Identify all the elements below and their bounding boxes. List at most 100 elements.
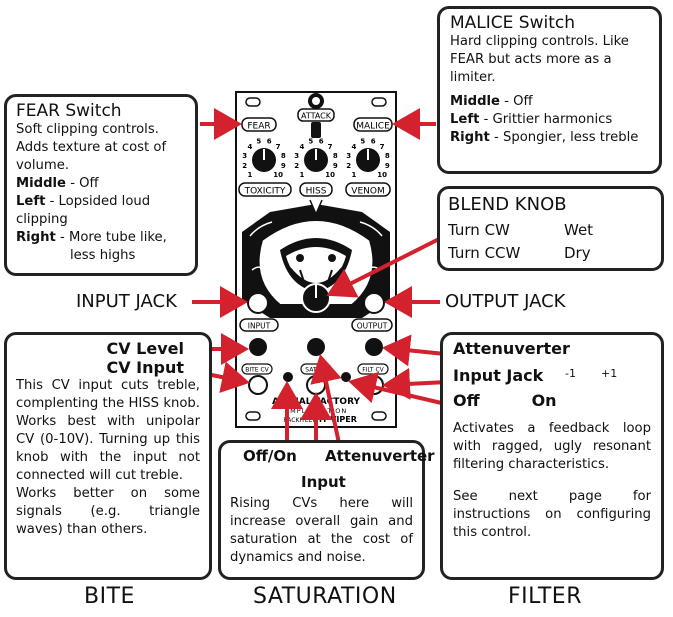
arrow-filter-toggle [348,371,451,407]
panel-toxicity-label: TOXICITY [244,187,286,197]
dial-number: 10 [377,171,387,179]
dial-number: 3 [346,152,351,160]
panel-filt-cv-label: FILT CV [362,367,384,374]
panel-malice-label: MALICE [356,122,390,132]
panel-venom-label: VENOM [351,187,384,197]
dial-number: 4 [351,143,356,151]
arrow-sat-attenuverter [310,354,342,449]
dial-number: 9 [281,162,286,170]
dial-number: 10 [273,171,283,179]
malice-switch-box: MALICE Switch Hard clipping controls. Li… [437,6,662,174]
panel-fear-label: FEAR [247,122,270,132]
dial-number: 5 [360,138,365,146]
panel-input-label: INPUT [248,322,271,331]
dial-number: 7 [276,143,281,151]
filter-toggle [341,372,351,382]
dial-number: 6 [319,138,324,146]
saturation-section-title: SATURATION [253,584,397,609]
dial-number: 8 [333,152,338,160]
input-jack [247,292,269,314]
fear-middle-key: Middle [16,176,66,191]
panel-attack-label: ATTACK [301,112,332,121]
blend-title: BLEND KNOB [448,194,567,215]
dial-number: 6 [371,138,376,146]
sat-cv-jack [306,375,326,395]
bite-desc-2: Works better on some signals (e.g. trian… [16,486,200,537]
attack-switch [311,122,321,138]
blend-cw: Turn CW [448,221,510,239]
saturation-desc: Rising CVs here will increase overall ga… [230,496,413,565]
screw-hole-icon [245,97,261,107]
plus-one-label: +1 [601,367,618,380]
dial-number: 7 [380,143,385,151]
dial-number: 10 [325,171,335,179]
saturation-box: Off/On Input Attenuverter Rising CVs her… [218,440,435,580]
dial-number: 4 [247,143,252,151]
callout-arrows [191,108,451,465]
output-jack [363,292,385,314]
bite-desc: This CV input cuts treble, complenting t… [16,378,200,483]
panel-series: RACKITEER [283,417,316,424]
panel-hiss-label: HISS [306,187,327,197]
malice-left-key: Left [450,112,480,127]
dial-number: 4 [299,143,304,151]
fear-desc: Soft clipping controls. Adds texture at … [16,122,167,173]
dial-number: 9 [385,162,390,170]
malice-desc: Hard clipping controls. Like FEAR but ac… [450,34,629,85]
malice-title: MALICE Switch [450,13,576,33]
sat-input-label: Input [301,473,346,491]
blend-knob-box: BLEND KNOB Turn CW Wet Turn CCW Dry [437,186,664,271]
filter-off-label: Off [453,391,480,410]
sat-toggle [283,372,293,382]
input-jack-label: INPUT JACK [76,291,177,312]
dial-number: 3 [294,152,299,160]
dial-number: 1 [299,171,304,179]
dial-number: 5 [308,138,313,146]
bite-box: CV Level CV Input This CV input cuts tre… [4,332,212,580]
bite-section-title: BITE [84,584,135,609]
fear-title: FEAR Switch [16,101,122,121]
panel-bite-cv-label: BITE CV [245,367,269,374]
filter-attenuverter-label: Attenuverter [453,339,570,358]
sat-attenuverter-label: Attenuverter [325,447,435,465]
blend-dry: Dry [564,244,591,262]
filter-on-label: On [531,391,557,410]
malice-left-val: - Grittier harmonics [479,112,613,127]
dial-number: 1 [351,171,356,179]
sat-attenuverter-knob [307,338,325,356]
arrow-filter-input [382,367,449,400]
malice-middle-val: - Off [500,94,533,109]
filter-desc-2: See next page for instructions on config… [453,489,651,540]
dial-number: 9 [333,162,338,170]
arrow-filter-attenuverter [382,334,446,367]
dial-number: 8 [281,152,286,160]
cv-level-label: CV Level [106,339,184,358]
cv-input-label: CV Input [106,358,184,377]
dial-number: 8 [385,152,390,160]
screw-hole-icon [371,97,387,107]
output-jack-label: OUTPUT JACK [445,291,566,312]
dial-number: 7 [328,143,333,151]
screw-hole-icon [371,411,387,421]
dial-number: 6 [267,138,272,146]
screw-hole-icon [245,411,261,421]
blend-wet: Wet [564,221,594,239]
malice-right-key: Right [450,130,490,145]
filter-input-jack-label: Input Jack [453,366,544,385]
arrow-blend [326,234,446,298]
malice-right-val: - Spongier, less treble [489,130,639,145]
dial-number: 5 [256,138,261,146]
panel-output-label: OUTPUT [357,322,388,331]
filter-section-title: FILTER [508,584,582,609]
blend-ccw: Turn CCW [448,244,521,262]
bite-cv-jack [248,375,268,395]
dial-number: 1 [247,171,252,179]
dial-number: 2 [346,162,351,170]
minus-one-label: -1 [565,367,576,380]
bite-cv-level-knob [249,338,267,356]
dial-number: 2 [242,162,247,170]
fear-middle-val: - Off [66,176,99,191]
fear-right-val: - More tube like, [55,230,167,245]
